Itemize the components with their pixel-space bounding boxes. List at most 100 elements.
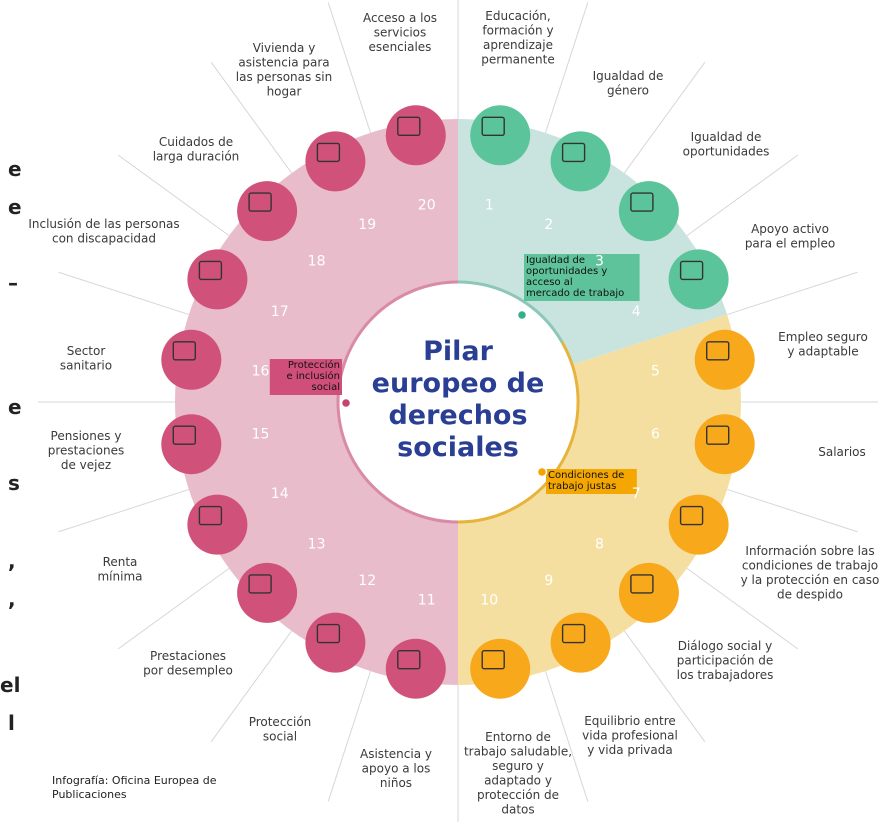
principle-label-line: Salarios [818,445,866,459]
principle-label-line: Cuidados de [159,135,233,149]
section-label-line: Protección [288,359,340,371]
spoke-line [544,2,589,134]
principle-label-line: datos [501,803,534,817]
principle-4: 4 [632,249,729,320]
section-label-line: Igualdad de [526,255,585,266]
principle-label-line: sanitario [60,359,112,373]
principle-icon [481,650,505,670]
principle-label-line: apoyo a los [362,762,431,776]
section-label-bg [546,469,637,494]
section-label-line: e inclusión [286,370,340,382]
principle-7: 7 [632,486,729,555]
edge-fragment: el [0,673,20,697]
principle-label-line: Vivienda y [253,41,316,55]
principle-label-line: Apoyo activo [751,222,829,236]
principle-icon [248,192,272,212]
ring-arc-orange [457,341,580,524]
principle-label-line: servicios [374,26,427,40]
section-label-line: trabajo justas [548,481,616,492]
principle-17: 17 [187,249,289,320]
principle-icon [172,341,197,361]
spoke-line [544,670,589,802]
principle-label-line: aprendizaje [483,38,553,52]
principle-label-line: social [263,730,297,744]
principle-label-line: formación y [482,24,553,38]
principle-label-line: mínima [97,570,142,584]
spoke-line [726,271,858,316]
principle-icon [198,260,223,281]
principle-number: 18 [308,254,326,270]
center-disc: Pilar europeo de derechos sociales [336,280,580,524]
principle-label-line: permanente [481,53,554,67]
credit-line-2: Publicaciones [52,788,127,801]
principle-label-line: Igualdad de [593,69,664,83]
principle-label-line: asistencia para [238,56,329,70]
center-title-line-4: sociales [397,432,519,463]
principle-6: 6 [651,414,755,475]
principle-icon [397,116,421,137]
principle-number: 6 [651,426,660,442]
principle-11: 11 [385,593,446,699]
edge-fragment: , [8,549,16,573]
center-circle [338,282,578,522]
principle-number: 9 [544,573,553,589]
principle-12: 12 [305,573,376,673]
principle-number: 10 [480,593,498,609]
principle-18: 18 [237,181,326,270]
edge-fragment: e [8,157,22,181]
principle-icon [481,116,505,137]
section-label-bg [524,254,640,301]
principle-label-line: seguro y [492,759,544,773]
principle-label-line: hogar [267,85,302,99]
section-label-line: social [311,382,340,393]
principle-label-line: de despido [777,588,843,602]
principle-label-line: adaptado y [484,774,552,788]
principle-label-line: Información sobre las [745,544,874,558]
principle-label-line: Empleo seguro [778,330,868,344]
principle-label-line: esenciales [369,40,432,54]
principle-label-line: condiciones de trabajo [742,559,878,573]
principle-label-line: Pensiones y [51,429,122,443]
principle-label-line: Sector [67,344,106,358]
principle-number: 14 [271,486,289,502]
principle-label-line: y la protección en caso [741,573,880,587]
principle-number: 13 [308,536,326,552]
principle-icon [679,260,704,281]
principle-13: 13 [237,536,326,623]
section-label-line: acceso al [526,277,573,288]
principle-5: 5 [651,329,755,390]
principle-label-line: prestaciones [48,444,125,458]
spoke-line [58,271,190,316]
principle-number: 16 [252,364,270,380]
principle-label-line: Diálogo social y [678,639,773,653]
section-label-line: Condiciones de [548,470,624,481]
section-dot [516,309,528,321]
center-title-line-3: derechos [388,400,527,431]
principle-number: 3 [595,254,604,270]
principle-label-line: los trabajadores [677,668,774,682]
principle-10: 10 [470,593,531,699]
principle-label-line: Renta [103,555,138,569]
credit-line-1: Infografía: Oficina Europea de [52,774,217,787]
principle-label-6: Salarios [818,445,866,459]
section-label-bg [269,359,342,395]
principle-icon [397,650,421,670]
spoke-line [117,154,230,237]
spoke-line [327,2,372,134]
spoke-line [726,488,858,533]
